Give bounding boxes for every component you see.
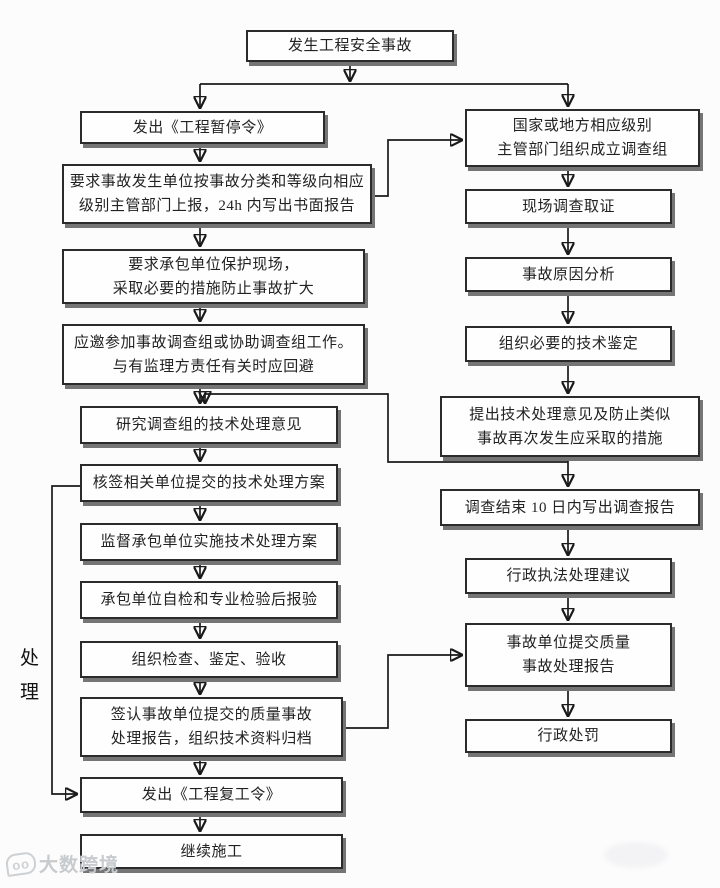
node-join-investigation-team: 应邀参加事故调查组或协助调查组工作。 与有监理方责任有关时应回避 <box>62 324 365 385</box>
node-cause-analysis: 事故原因分析 <box>465 257 672 292</box>
node-sign-quality-report-archive: 签认事故单位提交的质量事故 处理报告，组织技术资料归档 <box>80 697 343 757</box>
node-administrative-penalty: 行政处罚 <box>465 719 672 753</box>
node-continue-construction: 继续施工 <box>80 834 343 869</box>
edge-l6-l11-loop <box>51 485 80 794</box>
node-site-evidence-collection: 现场调查取证 <box>465 189 672 224</box>
watermark: oo 大数跨境 <box>4 850 120 877</box>
node-law-enforcement-suggestion: 行政执法处理建议 <box>465 558 672 594</box>
node-submit-quality-accident-report: 事故单位提交质量 事故处理报告 <box>465 623 672 687</box>
faded-watermark-blob <box>604 842 668 868</box>
node-propose-treatment-measures: 提出技术处理意见及防止类似 事故再次发生应采取的措施 <box>440 396 700 457</box>
node-issue-suspension-order: 发出《工程暂停令》 <box>80 111 325 144</box>
node-protect-site: 要求承包单位保护现场， 采取必要的措施防止事故扩大 <box>62 249 365 304</box>
edge-l10-r8 <box>343 655 461 729</box>
node-issue-resume-order: 发出《工程复工令》 <box>80 777 343 813</box>
node-form-investigation-team: 国家或地方相应级别 主管部门组织成立调查组 <box>465 109 700 167</box>
node-supervise-implementation: 监督承包单位实施技术处理方案 <box>80 523 338 561</box>
watermark-logo-icon: oo <box>4 850 38 877</box>
edge-l2-r1 <box>372 140 461 197</box>
node-countersign-treatment-plan: 核签相关单位提交的技术处理方案 <box>80 464 338 502</box>
side-label-handling: 处理 <box>20 648 41 704</box>
node-report-to-authority: 要求事故发生单位按事故分类和等级向相应 级别主管部门上报，24h 内写出书面报告 <box>62 164 372 224</box>
node-organize-inspection-acceptance: 组织检查、鉴定、验收 <box>80 641 338 678</box>
node-investigation-report-10days: 调查结束 10 日内写出调查报告 <box>440 489 700 526</box>
edge-r5-l5 <box>205 394 568 463</box>
node-technical-appraisal: 组织必要的技术鉴定 <box>465 326 672 362</box>
node-start: 发生工程安全事故 <box>246 30 454 62</box>
node-study-technical-opinion: 研究调查组的技术处理意见 <box>80 406 338 444</box>
node-contractor-self-inspection: 承包单位自检和专业检验后报验 <box>80 581 338 619</box>
watermark-text: 大数跨境 <box>39 855 120 876</box>
